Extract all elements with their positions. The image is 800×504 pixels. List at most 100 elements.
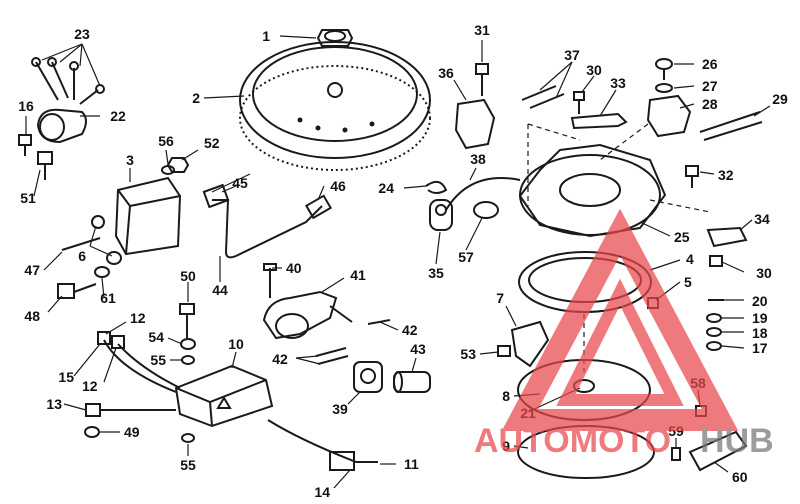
callout-22: 22 (110, 108, 126, 124)
washer-54-part (180, 338, 196, 350)
callout-13: 13 (46, 396, 62, 412)
callout-3: 3 (126, 152, 134, 168)
washer-61-part (94, 266, 110, 278)
callout-43: 43 (410, 341, 426, 357)
callout-17: 17 (752, 340, 768, 356)
watermark-triangle-outer (501, 208, 739, 431)
washer-19-part (706, 313, 722, 323)
sensor-39-part (353, 361, 383, 393)
screw-53-part (497, 345, 511, 357)
ignition-coil-part (114, 176, 182, 256)
callout-8: 8 (502, 388, 510, 404)
callout-41: 41 (350, 267, 366, 283)
callout-48: 48 (24, 308, 40, 324)
watermark-text-right: HUB (700, 422, 774, 460)
callout-16: 16 (18, 98, 34, 114)
callout-29: 29 (772, 91, 788, 107)
callout-33: 33 (610, 75, 626, 91)
callout-25: 25 (674, 229, 690, 245)
callout-4: 4 (686, 251, 694, 267)
callout-24: 24 (378, 180, 394, 196)
callout-14: 14 (314, 484, 330, 500)
washer-17-part (706, 341, 722, 351)
callout-37: 37 (564, 47, 580, 63)
callout-39: 39 (332, 401, 348, 417)
washer-6-part (91, 215, 105, 229)
grommet-35-part (429, 199, 453, 231)
watermark-triangle-inner (556, 278, 684, 406)
ground-clip-part (85, 403, 176, 417)
bolt-16-part (18, 134, 32, 156)
stator-coil-28-part (646, 94, 692, 138)
screw-40-part (263, 263, 277, 298)
assembly-dashed-lines (527, 123, 711, 372)
callout-7: 7 (496, 290, 504, 306)
screw-26-part (655, 58, 673, 80)
callout-20: 20 (752, 293, 768, 309)
terminal-block-60-part (688, 430, 748, 472)
callout-54: 54 (148, 329, 164, 345)
screw-48-part (57, 283, 97, 299)
screw-47-part (61, 237, 101, 251)
washer-49-part (84, 426, 100, 438)
callout-12b: 12 (82, 378, 98, 394)
screw-set-part (31, 57, 105, 105)
terminals-29-part (699, 111, 763, 141)
terminal-42-part (315, 319, 391, 365)
link-7-part (510, 320, 550, 368)
callout-31: 31 (474, 22, 490, 38)
spring-clip-24-part (425, 180, 448, 194)
callout-57: 57 (458, 249, 474, 265)
callout-1: 1 (262, 28, 270, 44)
callout-52: 52 (204, 135, 220, 151)
bracket-34-part (706, 226, 748, 248)
callout-19: 19 (752, 310, 768, 326)
screw-30-lower-part (709, 255, 723, 267)
watermark-text-left: AUTOMOTO (474, 422, 671, 460)
nut-52-part (166, 157, 190, 173)
callout-61: 61 (100, 290, 116, 306)
callout-51: 51 (20, 190, 36, 206)
screw-59-part (671, 447, 681, 461)
watermark-logo: AUTOMOTO HUB (474, 208, 774, 460)
callout-42a: 42 (402, 322, 418, 338)
hose-38-part (445, 177, 521, 211)
armature-plate-part (518, 143, 667, 238)
callout-55b: 55 (180, 457, 196, 473)
bolt-51-part (37, 151, 53, 180)
callout-44: 44 (212, 282, 228, 298)
stator-coil-36-part (454, 98, 496, 150)
callout-6: 6 (78, 248, 86, 264)
callout-30a: 30 (586, 62, 602, 78)
callout-26: 26 (702, 56, 718, 72)
callout-42b: 42 (272, 351, 288, 367)
callout-60: 60 (732, 469, 748, 485)
callout-34: 34 (754, 211, 770, 227)
callout-11: 11 (404, 456, 419, 472)
flywheel-nut-part (316, 29, 354, 47)
callout-2: 2 (192, 90, 200, 106)
callout-45: 45 (232, 175, 248, 191)
callout-40: 40 (286, 260, 302, 276)
callout-23: 23 (74, 26, 90, 42)
clip-33-part (570, 112, 628, 130)
callout-53: 53 (460, 346, 476, 362)
spark-plug-lead-part (202, 183, 333, 259)
callout-47: 47 (24, 262, 40, 278)
callout-5: 5 (684, 274, 692, 290)
callout-15: 15 (58, 369, 74, 385)
wire-harness-part (97, 331, 378, 471)
callout-46: 46 (330, 178, 346, 194)
callout-30b: 30 (756, 265, 772, 281)
callout-35: 35 (428, 265, 444, 281)
callout-27: 27 (702, 78, 718, 94)
callout-9: 9 (502, 438, 510, 454)
timer-base-part (262, 290, 353, 340)
callout-49: 49 (124, 424, 140, 440)
callout-32: 32 (718, 167, 734, 183)
terminals-37-part (521, 85, 565, 109)
clamp-57-part (473, 201, 499, 219)
washer-27-part (655, 83, 673, 93)
callout-10: 10 (228, 336, 244, 352)
